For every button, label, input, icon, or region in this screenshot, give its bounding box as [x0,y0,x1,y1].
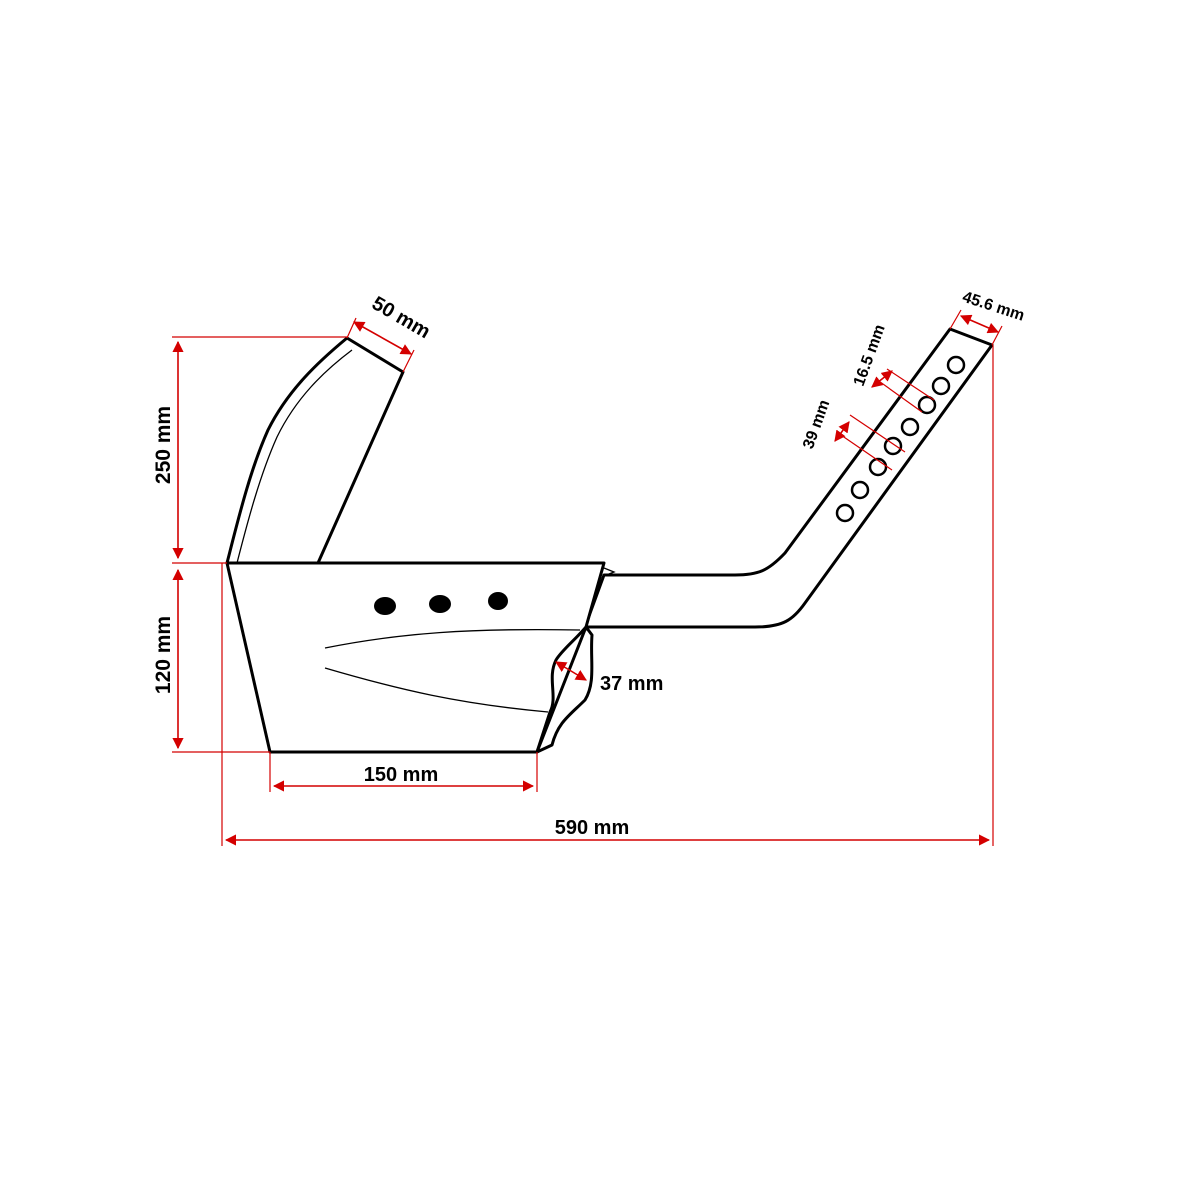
bar-hole [931,376,951,396]
dimension-recess-depth: 37 mm [555,661,663,695]
main-body-outline [225,561,606,754]
body-tab [603,567,616,577]
dimension-base-height: 120 mm [152,568,270,753]
left-arm-inner-edge [236,349,353,564]
body-hole [429,595,451,613]
bar-hole [917,395,937,415]
bar-hole [850,480,870,500]
body-hole [374,597,396,615]
dimension-overall-width: 590 mm [221,345,994,846]
hitch-bar-outline [583,327,994,629]
body-curve-lower [324,667,549,713]
bar-hole [868,457,888,477]
dimension-base-width: 150 mm [269,752,538,792]
overall-width-label: 590 mm [555,817,630,839]
base-height-label: 120 mm [152,616,175,694]
body-side-plate [535,625,594,754]
body-curve-upper [324,628,581,649]
bar-hole [835,503,855,523]
bar-hole [883,436,903,456]
hole-spacing-label: 39 mm [800,398,833,451]
bar-hole [946,355,966,375]
base-width-label: 150 mm [364,764,439,786]
recess-depth-label: 37 mm [600,673,663,695]
body-hole [488,592,508,610]
left-arm-outline [225,336,405,565]
bar-hole [900,417,920,437]
dimension-arm-height: 250 mm [152,336,347,564]
arm-height-label: 250 mm [152,406,175,484]
